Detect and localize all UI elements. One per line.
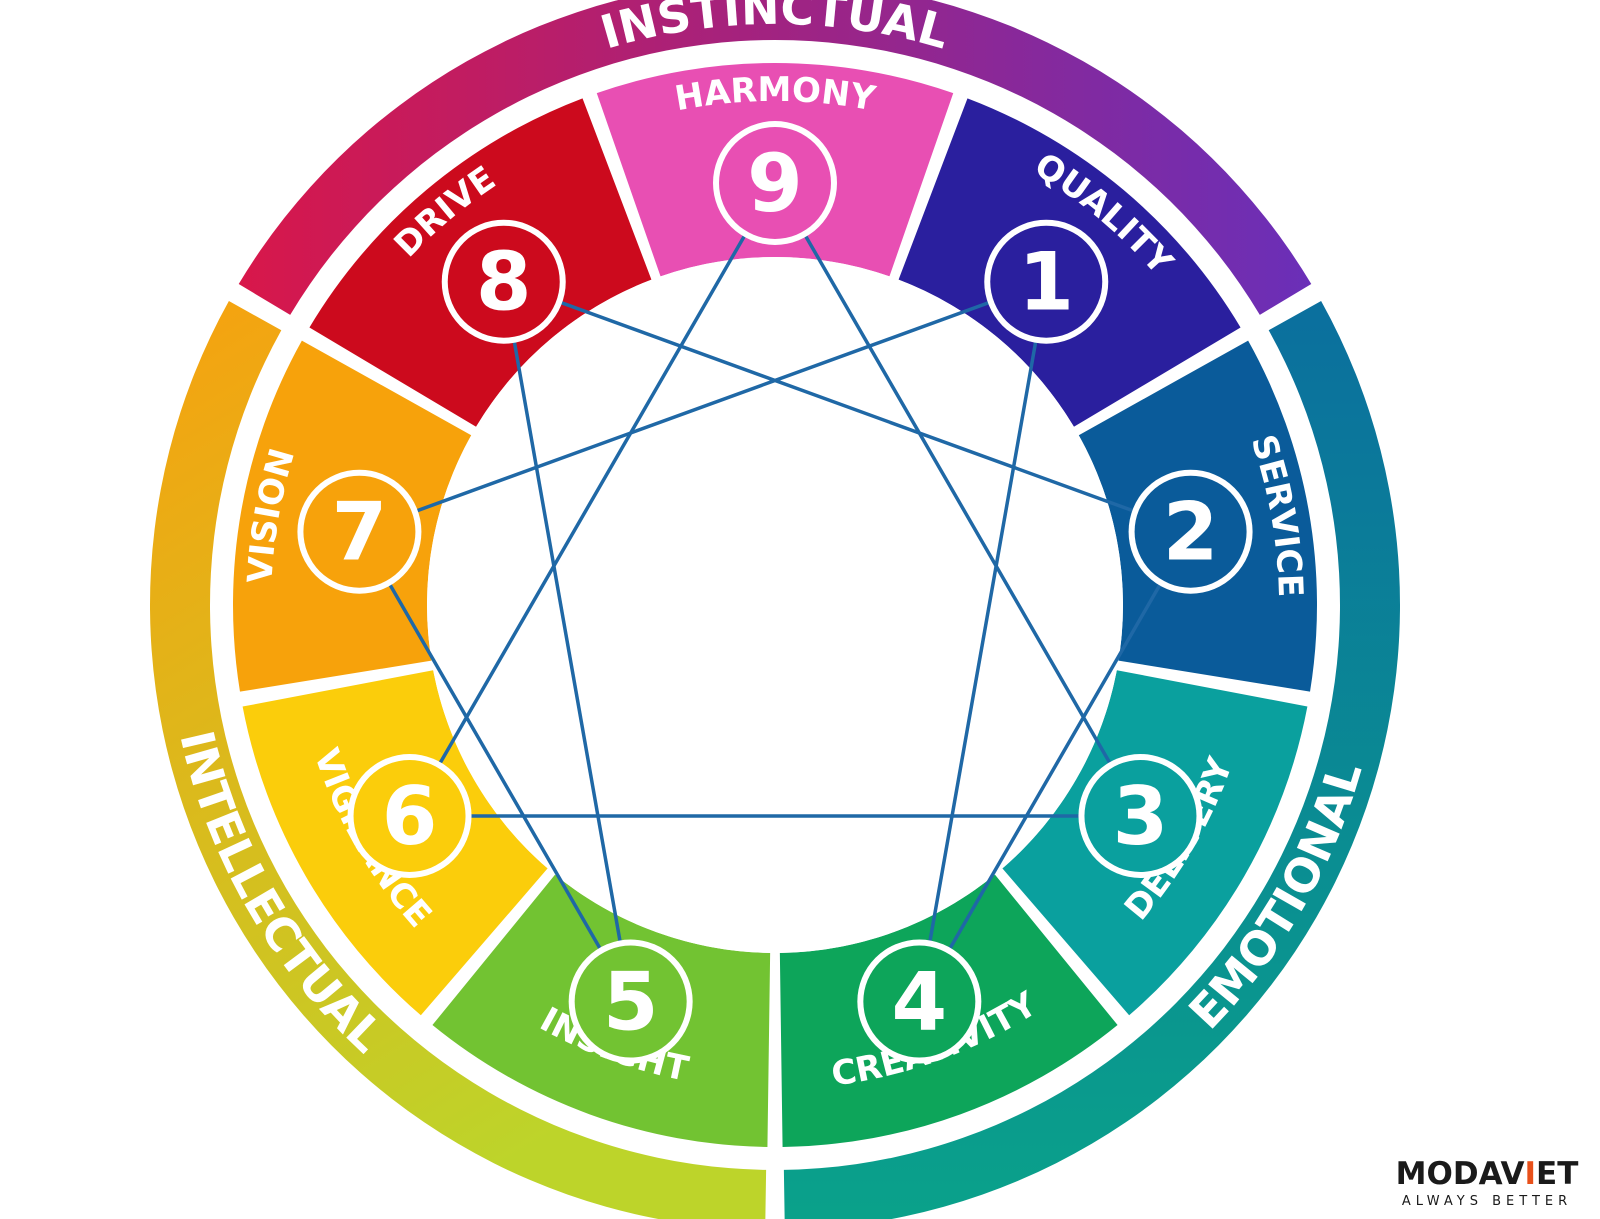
line-9-3 — [773, 182, 1142, 817]
type-number-8: 8 — [476, 236, 532, 329]
type-number-3: 3 — [1113, 770, 1169, 863]
line-8-5 — [502, 281, 633, 1002]
center-band-emotional — [783, 301, 1400, 1219]
type-number-6: 6 — [382, 770, 438, 863]
node-disk — [990, 225, 1103, 338]
type-node-9: 9 — [713, 121, 837, 245]
node-disk — [303, 475, 416, 588]
brand-name: MODAVIET — [1382, 1159, 1592, 1190]
brand-suffix: ET — [1536, 1156, 1579, 1192]
type-node-8: 8 — [441, 219, 566, 344]
type-node-4: 4 — [857, 939, 982, 1064]
line-1-4 — [917, 281, 1048, 1002]
node-disk — [719, 127, 831, 239]
enneagram-lines — [357, 182, 1193, 1003]
inner-disk — [427, 257, 1123, 953]
type-number-7: 7 — [332, 486, 388, 579]
type-number-1: 1 — [1018, 236, 1074, 329]
type-number-4: 4 — [891, 956, 947, 1049]
type-number-2: 2 — [1163, 486, 1219, 579]
node-disk — [1084, 760, 1197, 872]
node-disk — [574, 945, 687, 1058]
type-nodes: 9 1 2 3 4 5 6 7 8 — [297, 121, 1253, 1064]
brand-logo: MODAVIET ALWAYS BETTER — [1382, 1159, 1592, 1210]
node-disk — [1134, 475, 1247, 588]
brand-prefix: MODAV — [1395, 1156, 1525, 1192]
center-band-intellectual — [150, 301, 767, 1219]
type-number-9: 9 — [747, 137, 803, 230]
node-disk — [447, 225, 560, 338]
node-disk — [353, 760, 466, 872]
type-node-3: 3 — [1078, 754, 1203, 878]
type-node-7: 7 — [297, 469, 422, 594]
type-number-5: 5 — [603, 956, 659, 1049]
type-node-6: 6 — [347, 754, 472, 878]
line-4-2 — [917, 530, 1193, 1003]
brand-accent: I — [1524, 1156, 1537, 1192]
center-band-instinctual — [238, 0, 1312, 315]
line-2-8 — [503, 280, 1192, 534]
brand-tagline: ALWAYS BETTER — [1401, 1194, 1573, 1209]
line-7-1 — [358, 280, 1047, 534]
line-5-7 — [357, 530, 633, 1003]
type-node-1: 1 — [984, 219, 1109, 344]
node-disk — [863, 945, 976, 1058]
type-node-2: 2 — [1128, 469, 1253, 594]
line-6-9 — [408, 182, 777, 817]
type-node-5: 5 — [568, 939, 693, 1064]
